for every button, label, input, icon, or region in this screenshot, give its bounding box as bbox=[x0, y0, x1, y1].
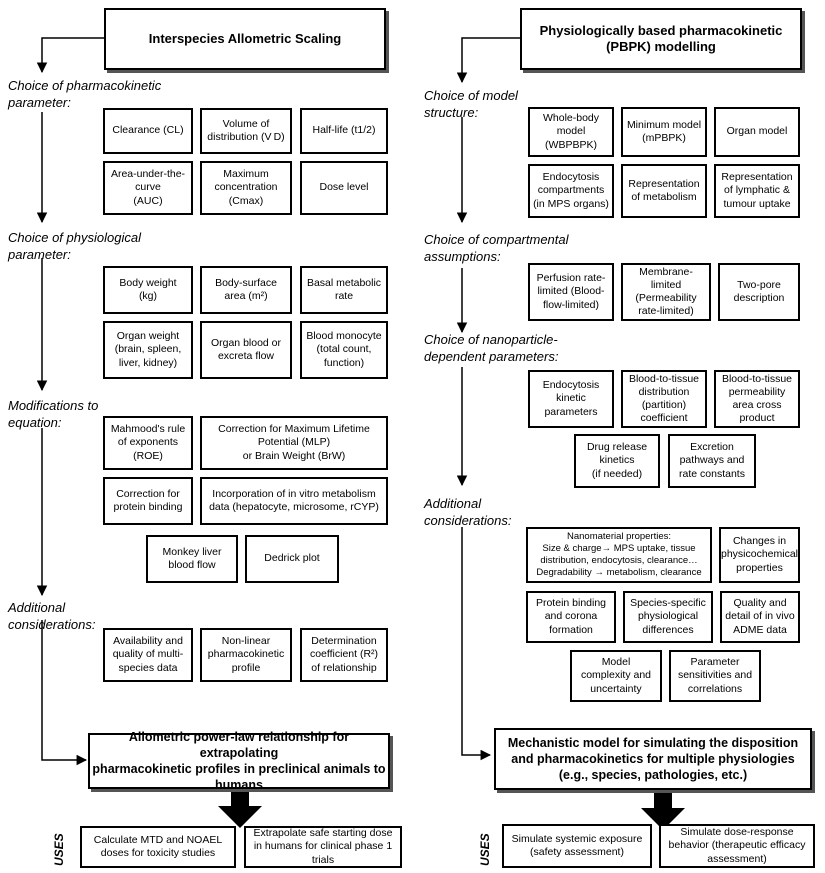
box-mahmood-roe: Mahmood's rule of exponents (ROE) bbox=[103, 416, 193, 470]
box-monkey-liver-flow: Monkey liver blood flow bbox=[146, 535, 238, 583]
right-arrow-4 bbox=[461, 527, 492, 761]
box-endocytosis-kinetic: Endocytosis kinetic parameters bbox=[528, 370, 614, 428]
box-basal-metabolic-rate: Basal metabolic rate bbox=[300, 266, 388, 314]
box-drug-release: Drug release kinetics (if needed) bbox=[574, 434, 660, 488]
box-cmax: Maximum concentration (Cmax) bbox=[200, 161, 292, 215]
box-organ-weight: Organ weight (brain, spleen, liver, kidn… bbox=[103, 321, 193, 379]
box-species-differences: Species-specific physiological differenc… bbox=[623, 591, 713, 643]
box-clearance: Clearance (CL) bbox=[103, 108, 193, 154]
box-protein-binding-correction: Correction for protein binding bbox=[103, 477, 193, 525]
box-endocytosis-compartments: Endocytosis compartments (in MPS organs) bbox=[528, 164, 614, 218]
right-label-additional: Additional considerations: bbox=[424, 496, 512, 528]
box-excretion-pathways: Excretion pathways and rate constants bbox=[668, 434, 756, 488]
box-physicochemical-changes: Changes in physicochemical properties bbox=[719, 527, 800, 583]
left-label-modifications: Modifications to equation: bbox=[8, 398, 99, 430]
box-nanomaterial-properties: Nanomaterial properties: Size & charge→ … bbox=[526, 527, 712, 583]
box-permeability-area: Blood-to-tissue permeability area cross … bbox=[714, 370, 800, 428]
left-title: Interspecies Allometric Scaling bbox=[104, 8, 386, 70]
box-dose-level: Dose level bbox=[300, 161, 388, 215]
box-body-weight: Body weight (kg) bbox=[103, 266, 193, 314]
box-nonlinear-profile: Non-linear pharmacokinetic profile bbox=[200, 628, 292, 682]
right-label-compartmental: Choice of compartmental assumptions: bbox=[424, 232, 569, 264]
box-volume-distribution: Volume of distribution (V D) bbox=[200, 108, 292, 154]
box-dedrick-plot: Dedrick plot bbox=[245, 535, 339, 583]
right-label-model-structure: Choice of model structure: bbox=[424, 88, 518, 120]
left-result: Allometric power-law relationship for ex… bbox=[88, 730, 390, 792]
box-half-life: Half-life (t1/2) bbox=[300, 108, 388, 154]
left-label-pk-parameter: Choice of pharmacokinetic parameter: bbox=[8, 78, 162, 110]
box-membrane-limited: Membrane- limited (Permeability rate-lim… bbox=[621, 263, 711, 321]
left-label-physio-parameter: Choice of physiological parameter: bbox=[8, 230, 141, 262]
box-mtd-noael: Calculate MTD and NOAEL doses for toxici… bbox=[80, 826, 236, 868]
left-arrow-4 bbox=[41, 620, 88, 766]
left-label-additional: Additional considerations: bbox=[8, 600, 96, 632]
box-organ-blood-flow: Organ blood or excreta flow bbox=[200, 321, 292, 379]
box-protein-corona: Protein binding and corona formation bbox=[526, 591, 616, 643]
box-auc: Area-under-the- curve (AUC) bbox=[103, 161, 193, 215]
box-two-pore: Two-pore description bbox=[718, 263, 800, 321]
box-organ-model: Organ model bbox=[714, 107, 800, 157]
box-multispecies-data: Availability and quality of multi- speci… bbox=[103, 628, 193, 682]
box-minimum-model: Minimum model (mPBPK) bbox=[621, 107, 707, 157]
box-blood-monocyte: Blood monocyte (total count, function) bbox=[300, 321, 388, 379]
box-parameter-sensitivities: Parameter sensitivities and correlations bbox=[669, 650, 761, 702]
box-metabolism-representation: Representation of metabolism bbox=[621, 164, 707, 218]
left-title-connector bbox=[36, 37, 104, 74]
box-partition-coefficient: Blood-to-tissue distribution (partition)… bbox=[621, 370, 707, 428]
box-safe-starting-dose: Extrapolate safe starting dose in humans… bbox=[244, 826, 402, 868]
left-uses-arrow bbox=[218, 787, 262, 828]
box-dose-response: Simulate dose-response behavior (therape… bbox=[659, 824, 815, 868]
right-title: Physiologically based pharmacokinetic (P… bbox=[520, 8, 802, 70]
box-systemic-exposure: Simulate systemic exposure (safety asses… bbox=[502, 824, 652, 868]
box-mlp-correction: Correction for Maximum Lifetime Potentia… bbox=[200, 416, 388, 470]
box-model-complexity: Model complexity and uncertainty bbox=[570, 650, 662, 702]
right-result: Mechanistic model for simulating the dis… bbox=[494, 728, 812, 790]
box-in-vitro-metabolism: Incorporation of in vitro metabolism dat… bbox=[200, 477, 388, 525]
box-perfusion-limited: Perfusion rate- limited (Blood- flow-lim… bbox=[528, 263, 614, 321]
left-uses-label: USES bbox=[52, 833, 66, 866]
box-lymphatic-tumour: Representation of lymphatic & tumour upt… bbox=[714, 164, 800, 218]
right-uses-label: USES bbox=[478, 833, 492, 866]
right-title-connector bbox=[456, 37, 520, 84]
right-uses-arrow bbox=[641, 790, 685, 830]
box-whole-body-model: Whole-body model (WBPBPK) bbox=[528, 107, 614, 157]
box-adme-data: Quality and detail of in vivo ADME data bbox=[720, 591, 800, 643]
box-body-surface-area: Body-surface area (m²) bbox=[200, 266, 292, 314]
box-determination-coefficient: Determination coefficient (R²) of relati… bbox=[300, 628, 388, 682]
right-label-nanoparticle: Choice of nanoparticle- dependent parame… bbox=[424, 332, 559, 364]
